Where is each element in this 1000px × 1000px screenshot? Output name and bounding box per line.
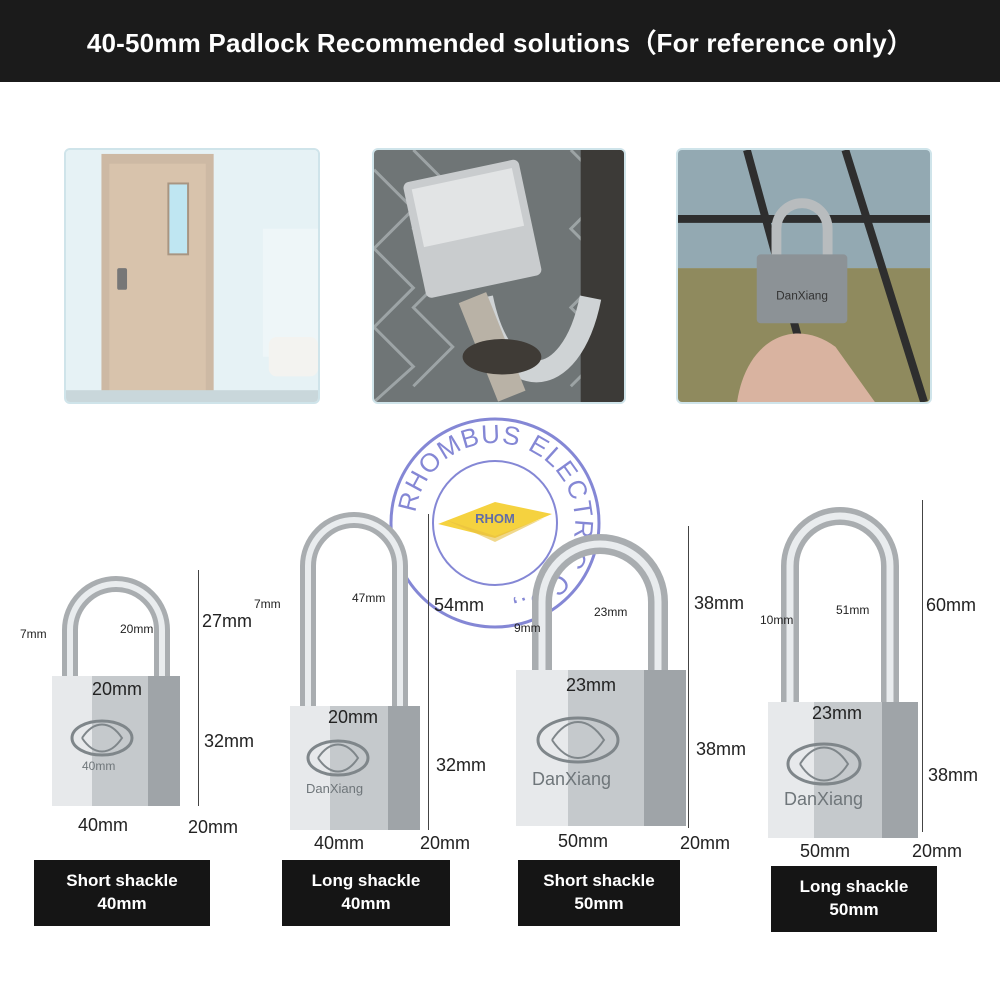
label-line2: 50mm [574,894,624,913]
company-seal: RHOMBUS ELECTRIC CO., RHOM [388,416,602,630]
body-engraving-l3: DanXiang [532,769,612,789]
label-line1: Short shackle [543,871,655,891]
dim-l4-body-depth: 20mm [912,841,963,861]
label-line2: 40mm [97,894,147,913]
dim-l4-shackle-height: 60mm [926,595,977,615]
padlock-long-50 [766,507,926,844]
dim-l4-inner-width: 23mm [812,703,863,723]
door-photo [64,148,320,404]
dim-l2-thickness: 7mm [254,597,281,611]
dim-l2-shackle-height: 54mm [434,595,485,615]
dim-l2-inner-height: 47mm [352,591,386,605]
dim-l3-body-width: 50mm [558,831,609,851]
dim-l2-body-depth: 20mm [420,833,471,853]
dim-l4-body-width: 50mm [800,841,851,861]
padlock-short-50 [512,534,692,832]
label-line1: Long shackle [311,871,421,891]
dim-line [688,526,689,828]
label-short-50: Short shackle 50mm [518,860,680,926]
dim-l4-body-height: 38mm [928,765,979,785]
dim-l1-shackle-height: 27mm [202,611,253,631]
label-short-40: Short shackle 40mm [34,860,210,926]
dim-l4-inner-height: 51mm [836,603,870,617]
svg-text:DanXiang: DanXiang [776,289,828,303]
dim-l3-body-depth: 20mm [680,833,731,853]
label-line1: Short shackle [66,871,178,891]
dim-line [198,570,199,806]
dim-l1-inner-width: 20mm [92,679,143,699]
dim-l3-body-height: 38mm [696,739,747,759]
body-engraving-l2: DanXiang [306,781,364,796]
page-title: 40-50mm Padlock Recommended solutions（Fo… [0,0,1000,82]
svg-text:RHOM: RHOM [475,511,515,526]
label-long-50: Long shackle 50mm [771,866,937,932]
dim-l2-body-height: 32mm [436,755,487,775]
label-long-40: Long shackle 40mm [282,860,450,926]
hand-lock-photo: DanXiang [676,148,932,404]
dim-l3-inner-height: 23mm [594,605,628,619]
dim-l1-body-width: 40mm [78,815,129,835]
body-engraving-l4: DanXiang [784,789,864,809]
dim-l3-thickness: 9mm [514,621,541,635]
body-engraving-l1: 40mm [82,759,116,773]
dim-l1-thickness: 7mm [20,627,47,641]
dim-line [428,514,429,830]
dim-l1-body-height: 32mm [204,731,255,751]
label-line2: 50mm [829,900,879,919]
padlock-long-40 [288,512,428,834]
dim-l1-body-depth: 20mm [188,817,239,837]
chain-fence-photo [372,148,626,404]
dim-l3-inner-width: 23mm [566,675,617,695]
dim-l4-thickness: 10mm [760,613,794,627]
dim-l3-shackle-height: 38mm [694,593,745,613]
label-line2: 40mm [341,894,391,913]
dim-l2-inner-width: 20mm [328,707,379,727]
dim-l2-body-width: 40mm [314,833,365,853]
dim-l1-inner-height: 20mm [120,622,154,636]
label-line1: Long shackle [799,877,909,897]
padlock-short-40 [48,570,198,810]
dim-line [922,500,923,832]
